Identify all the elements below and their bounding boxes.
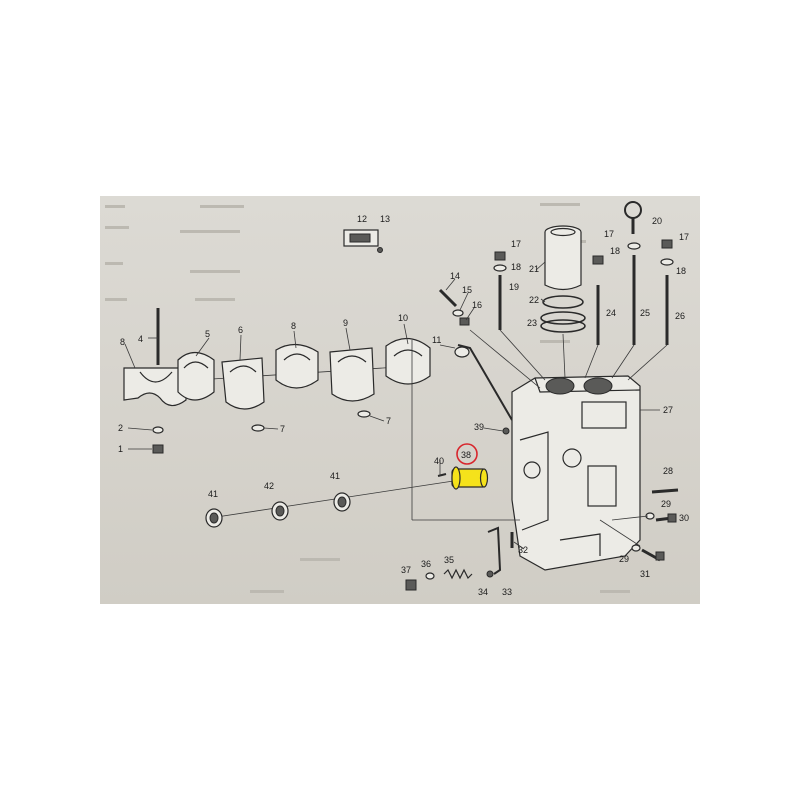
callout-17-middle: 17 (604, 229, 614, 239)
part-30-bolt (655, 513, 677, 523)
callout-7-left: 7 (280, 424, 285, 434)
part-34-pin (486, 570, 494, 578)
callout-2: 2 (118, 423, 123, 433)
part-17-nut-middle (592, 255, 604, 265)
part-40-pin (437, 473, 447, 477)
callout-24: 24 (606, 308, 616, 318)
part-36-washer (425, 572, 435, 580)
part-1-nut (152, 444, 164, 454)
part-13-screw (377, 247, 383, 253)
part-17-nut-right (661, 239, 673, 249)
callout-14: 14 (450, 271, 460, 281)
callout-38[interactable]: 38 (461, 450, 471, 460)
part-14-breather (438, 288, 458, 308)
callout-8-left: 8 (120, 337, 125, 347)
part-10-bearing-shell (385, 337, 431, 385)
part-28-pin (651, 488, 679, 494)
callout-27: 27 (663, 405, 673, 415)
callout-11: 11 (432, 335, 441, 345)
part-41-bushing-right (333, 492, 351, 512)
part-20-lifting-eye (624, 201, 642, 234)
callout-36: 36 (421, 559, 431, 569)
part-5-bearing-shell (177, 351, 215, 401)
callout-25: 25 (640, 308, 650, 318)
part-37-plug (405, 579, 417, 591)
callout-30: 30 (679, 513, 689, 523)
callout-13: 13 (380, 214, 390, 224)
part-27-engine-block (511, 375, 641, 571)
callout-33: 33 (502, 587, 512, 597)
callout-39: 39 (474, 422, 484, 432)
part-18-washer-left (493, 264, 507, 272)
callout-15: 15 (462, 285, 472, 295)
part-18-washer-middle (627, 242, 641, 250)
part-17-nut-left (494, 251, 506, 261)
callout-29-upper: 29 (661, 499, 671, 509)
part-15-washer (452, 309, 464, 317)
callout-labels: 8 4 2 1 5 6 8 9 10 7 7 11 12 13 14 15 16… (118, 214, 689, 597)
callout-20: 20 (652, 216, 662, 226)
callout-34: 34 (478, 587, 488, 597)
callout-28: 28 (663, 466, 673, 476)
callout-17-right: 17 (679, 232, 689, 242)
callout-23: 23 (527, 318, 537, 328)
callout-10: 10 (398, 313, 408, 323)
part-42-bushing (271, 501, 289, 521)
part-12-bracket (343, 229, 379, 247)
callout-35: 35 (444, 555, 454, 565)
part-21-cylinder-liner (544, 225, 582, 291)
leader-lines (124, 261, 668, 550)
part-31-bolt (641, 548, 665, 562)
part-39-screw (502, 427, 510, 435)
callout-22: 22 (529, 295, 539, 305)
callout-18-middle: 18 (610, 246, 620, 256)
callout-19: 19 (509, 282, 519, 292)
part-33-lever (487, 526, 502, 575)
callout-42: 42 (264, 481, 274, 491)
callout-41-left: 41 (208, 489, 218, 499)
part-16-nut (459, 317, 470, 326)
callout-26: 26 (675, 311, 685, 321)
part-11-dipstick (454, 344, 513, 421)
callout-4: 4 (138, 334, 143, 344)
part-18-washer-right (660, 258, 674, 266)
part-23-o-rings (540, 311, 586, 333)
callout-18-right: 18 (676, 266, 686, 276)
part-9-bearing-housing (329, 347, 375, 402)
callout-5: 5 (205, 329, 210, 339)
part-41-bushing-left (205, 508, 223, 528)
callout-12: 12 (357, 214, 367, 224)
callout-31: 31 (640, 569, 650, 579)
highlight-marker-circle (456, 443, 478, 465)
part-38-bushing-highlighted[interactable] (451, 466, 489, 490)
callout-37: 37 (401, 565, 411, 575)
callout-9: 9 (343, 318, 348, 328)
callout-7-right: 7 (386, 416, 391, 426)
callout-18-left: 18 (511, 262, 521, 272)
callout-16: 16 (472, 300, 482, 310)
part-29-washer-lower (631, 544, 641, 552)
callout-21: 21 (529, 264, 539, 274)
callout-8: 8 (291, 321, 296, 331)
callout-32: 32 (518, 545, 528, 555)
part-2-washer (152, 426, 164, 434)
part-6-bearing-housing (221, 357, 265, 410)
part-7-screws (251, 410, 371, 432)
callout-1: 1 (118, 444, 123, 454)
callout-6: 6 (238, 325, 243, 335)
part-35-spring (443, 568, 473, 580)
callout-41-right: 41 (330, 471, 340, 481)
part-22-o-ring (542, 295, 584, 309)
callout-40: 40 (434, 456, 444, 466)
callout-29-lower: 29 (619, 554, 629, 564)
part-3-bearing-cap (123, 367, 187, 407)
callout-17-left: 17 (511, 239, 521, 249)
part-8-bearing-shell (275, 343, 319, 389)
